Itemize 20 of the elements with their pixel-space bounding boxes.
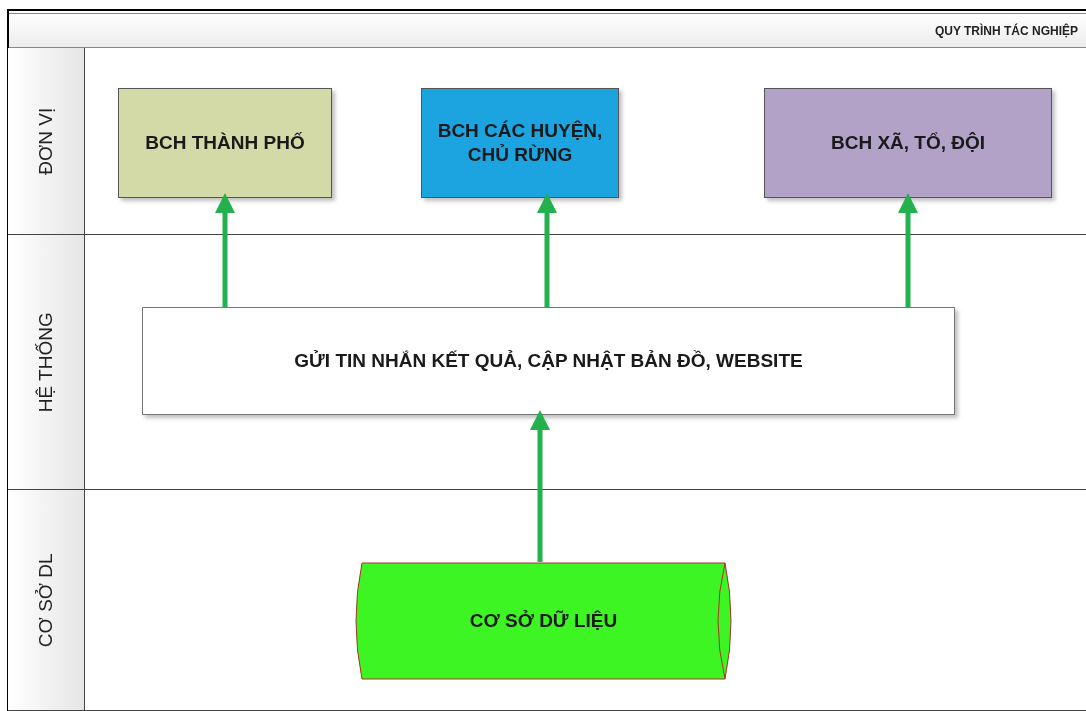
swimlane [8, 235, 1086, 490]
diagram-title: QUY TRÌNH TÁC NGHIỆP [934, 22, 1078, 40]
node-label: BCH THÀNH PHỐ [145, 131, 305, 155]
arrow [898, 193, 918, 307]
lane-label: CƠ SỞ DL [33, 553, 57, 647]
node-label: CƠ SỞ DỮ LIỆU [469, 608, 618, 633]
process-box [118, 88, 332, 198]
lane-label: HỆ THỐNG [33, 312, 57, 412]
process-box [421, 88, 619, 198]
process-box [142, 307, 955, 415]
arrow [215, 193, 235, 307]
node-label: GỬI TIN NHẮN KẾT QUẢ, CẬP NHẬT BẢN ĐỒ, WEBSITE [294, 349, 803, 373]
arrow [537, 193, 557, 307]
swimlane [8, 48, 1086, 235]
swimlane [8, 490, 1086, 711]
arrow [530, 410, 550, 562]
node-label: BCH XÃ, TỔ, ĐỘI [830, 131, 986, 155]
process-box [764, 88, 1052, 198]
node-label: BCH CÁC HUYỆN, CHỦ RỪNG [436, 119, 604, 167]
lane-label: ĐƠN VỊ [33, 107, 57, 175]
